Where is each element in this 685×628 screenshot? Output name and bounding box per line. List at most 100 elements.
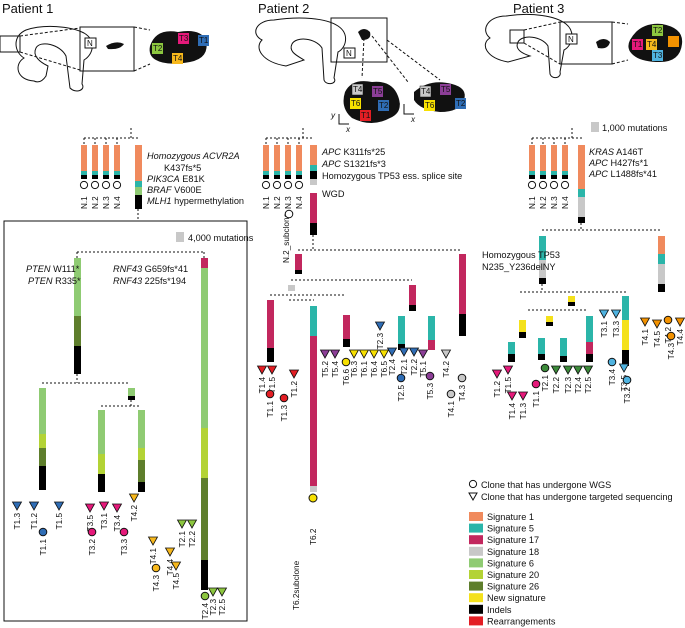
branch-segment-sig5	[622, 296, 629, 320]
branch-segment-indels	[39, 466, 46, 490]
patient-1-trunk-mutations: Homozygous ACVR2A K437fs*5 PIK3CA E81K B…	[147, 151, 244, 206]
wgs-clone-marker	[101, 180, 111, 190]
branch-segment-sig17	[267, 300, 274, 348]
branch-segment-sig20	[138, 448, 145, 460]
wgs-clone-marker	[265, 389, 275, 399]
normal-clone-segment	[274, 175, 280, 179]
leaf-clone-label: T6.4	[370, 361, 379, 378]
branch-segment-sig5	[658, 254, 665, 264]
wgs-clone-marker	[112, 180, 122, 190]
targeted-clone-marker	[256, 365, 268, 375]
targeted-clone-marker	[550, 365, 562, 375]
zoom-line	[19, 27, 81, 37]
legend-label: Signature 26	[487, 582, 539, 592]
legend-swatch	[469, 616, 483, 626]
tumour-section	[358, 29, 371, 40]
trunk-segment-sig5	[310, 165, 317, 171]
wgs-clone-marker	[283, 180, 293, 190]
targeted-clone-marker	[111, 503, 123, 513]
patient-3-section-box	[559, 21, 613, 65]
branch-segment-indels	[343, 339, 350, 347]
branch-segment-sig17	[409, 285, 416, 305]
leaf-clone-label: T4.4	[166, 559, 175, 576]
trunk-segment-sig18	[578, 197, 585, 217]
targeted-clone-marker	[408, 347, 420, 357]
legend-label: New signature	[487, 593, 546, 603]
clone-label: N.3	[284, 196, 293, 209]
wgs-clone-marker	[284, 209, 294, 219]
targeted-clone-marker	[674, 317, 685, 327]
branch-segment-sig5	[538, 338, 545, 354]
legend-label: Indels	[487, 605, 512, 615]
wgs-clone-marker	[396, 373, 406, 383]
leaf-clone-label: T4.3	[458, 385, 467, 402]
n2-subclone-label: N.2_subclone	[282, 212, 291, 263]
zoom-line	[133, 26, 151, 31]
leaf-clone-label: T6.3	[350, 361, 359, 378]
region-tag-label: T1	[199, 36, 209, 45]
normal-clone-segment	[263, 171, 269, 175]
normal-clone-segment	[285, 171, 291, 175]
mutation-line: N235_Y236delNY	[482, 262, 556, 272]
leaf-clone-label: T1.3	[13, 513, 22, 530]
normal-clone-segment	[562, 175, 568, 179]
normal-clone-segment	[103, 145, 109, 171]
leaf-clone-label: T2.4	[201, 603, 210, 620]
leaf-clone-label: T5.4	[331, 361, 340, 378]
targeted-clone-marker	[517, 391, 529, 401]
branch-segment-sig6	[98, 410, 105, 454]
legend-swatch	[469, 570, 483, 579]
targeted-clone-marker	[11, 501, 23, 511]
axis-label: x	[345, 125, 351, 134]
wgs-clone-marker	[540, 363, 550, 373]
branch-segment-sig5	[560, 338, 567, 356]
branch-segment-sig26	[74, 316, 81, 346]
normal-tag-label: N	[346, 49, 352, 58]
legend-label: Signature 1	[487, 512, 534, 522]
region-tag-label: T3	[179, 34, 189, 43]
leaf-clone-label: T4.1	[149, 548, 158, 565]
legend-label: Rearrangements	[487, 616, 556, 626]
wgs-clone-marker	[279, 393, 289, 403]
mutation-line: APC L1488fs*41	[588, 169, 657, 179]
wgs-clone-marker	[457, 373, 467, 383]
targeted-clone-marker	[358, 349, 370, 359]
branch-segment-sig17	[201, 258, 208, 268]
leaf-clone-label: T4.3	[667, 343, 676, 360]
patient-1-tree-box	[3, 220, 248, 622]
branch-segment-indels	[539, 278, 546, 284]
targeted-clone-marker	[368, 349, 380, 359]
branch-segment-sig26	[138, 460, 145, 482]
leaf-clone-label: T3.4	[113, 515, 122, 532]
normal-tag	[84, 37, 97, 49]
wgs-clone-marker	[446, 389, 456, 399]
wgs-clone-marker	[607, 357, 617, 367]
clone-label: N.3	[550, 196, 559, 209]
normal-clone-segment	[103, 171, 109, 175]
region-tag-t4	[351, 83, 364, 96]
clone-label: N.1	[262, 196, 271, 209]
leaf-clone-label: T6.1	[360, 361, 369, 378]
targeted-clone-marker	[98, 501, 110, 511]
branch-segment-indels	[459, 314, 466, 336]
leaf-clone-label: T1.5	[268, 377, 277, 394]
normal-clone-segment	[529, 171, 535, 175]
targeted-clone-marker	[572, 365, 584, 375]
wgs-clone-marker	[663, 315, 673, 325]
targeted-clone-marker	[610, 309, 622, 319]
leaf-clone-label: T1.3	[280, 405, 289, 422]
leaf-clone-label: T2.4	[388, 359, 397, 376]
targeted-clone-marker	[28, 501, 40, 511]
normal-clone-segment	[92, 171, 98, 175]
wgs-clone-marker	[294, 180, 304, 190]
clone-label: N.1	[528, 196, 537, 209]
normal-clone-segment	[562, 171, 568, 175]
mutation-line: Homozygous TP53	[482, 250, 560, 260]
targeted-clone-marker	[53, 501, 65, 511]
targeted-clone-marker	[374, 321, 386, 331]
legend-swatch	[469, 581, 483, 591]
trunk-segment-sig1	[135, 145, 142, 181]
